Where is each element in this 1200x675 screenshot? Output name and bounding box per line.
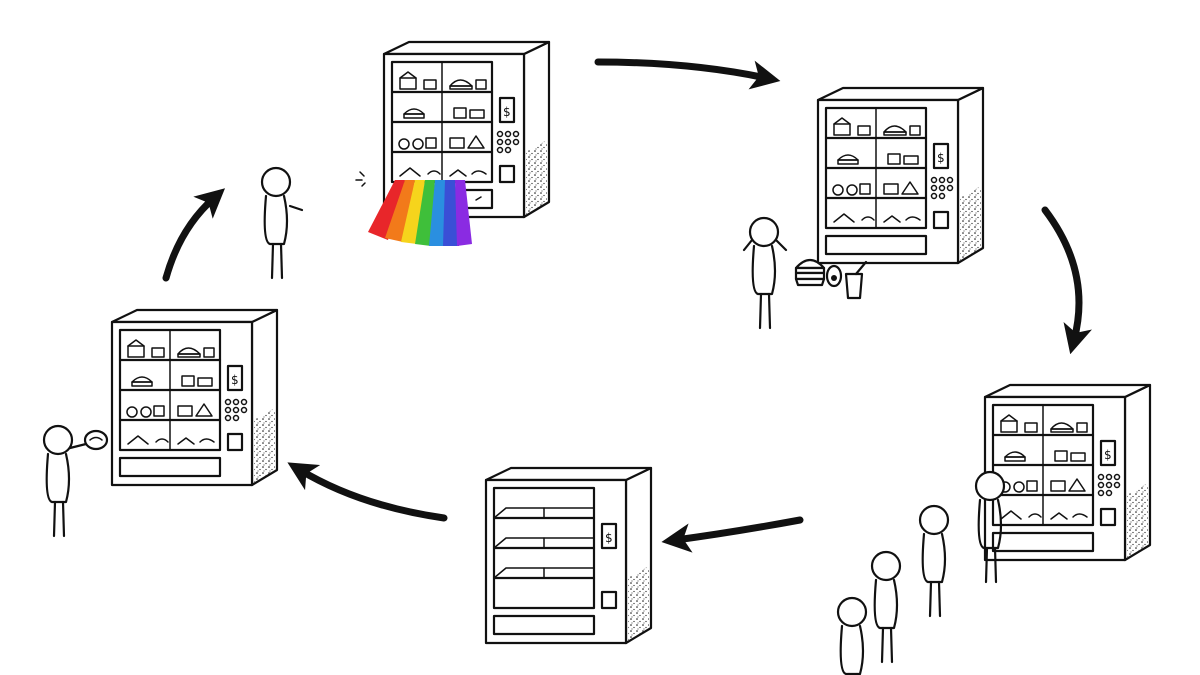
egg-icon <box>825 264 843 288</box>
person-arm <box>288 204 304 212</box>
person-arms-up <box>742 238 788 252</box>
arrow-3-to-4 <box>661 516 804 553</box>
vending-machine-full <box>110 308 279 487</box>
drink-icon <box>844 260 868 300</box>
stage-snack <box>742 86 985 330</box>
person-queue-2 <box>918 504 950 618</box>
stage-rainbow <box>260 40 551 280</box>
stage-restock <box>42 308 279 538</box>
rainbow-spill <box>355 171 485 246</box>
coin-icon <box>83 429 109 451</box>
person-queue-3 <box>870 550 902 664</box>
person-watching <box>260 166 292 280</box>
arrow-2-to-3 <box>1041 206 1092 355</box>
burger-icon <box>794 258 826 287</box>
person-with-coin <box>42 424 74 538</box>
vending-machine-full <box>816 86 985 265</box>
stage-empty <box>484 466 653 645</box>
arrow-4-to-5 <box>287 462 448 522</box>
cycle-arrows <box>162 58 1092 553</box>
person-arm <box>68 442 88 450</box>
stage-queue <box>836 383 1152 675</box>
person-queue-4 <box>836 596 868 675</box>
arrow-1-to-2 <box>594 58 781 90</box>
vending-machine-empty <box>484 466 653 645</box>
person-happy <box>748 216 780 330</box>
vending-machine-full <box>983 383 1152 562</box>
arrow-5-to-1 <box>162 188 226 282</box>
